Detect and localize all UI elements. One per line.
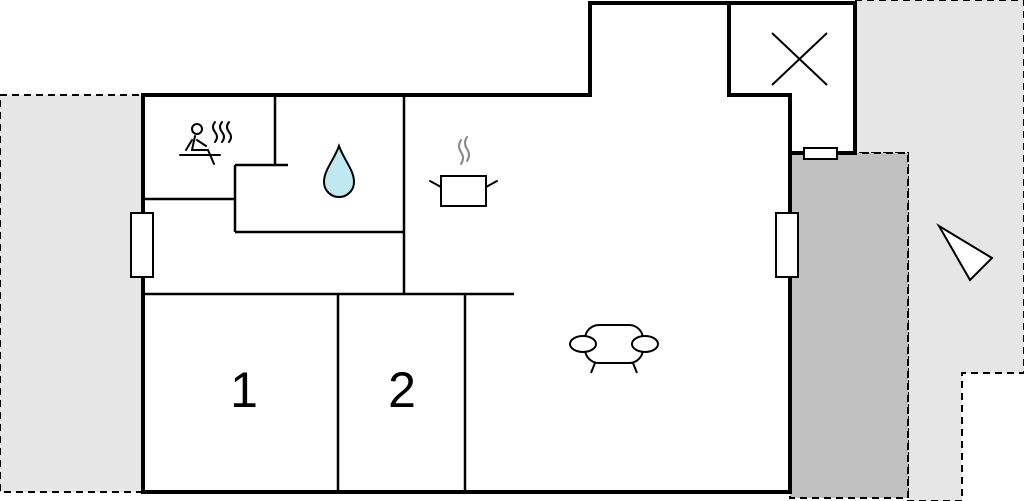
window-left (130, 212, 154, 278)
covered-terrace (789, 152, 909, 499)
exterior-wall (141, 1, 857, 494)
compass-icon (936, 223, 994, 282)
cooking-pot-icon (429, 136, 498, 207)
cross-icon (771, 32, 828, 86)
window-right (775, 212, 799, 278)
sauna-icon (179, 121, 232, 165)
room-1-label: 1 (230, 362, 258, 418)
storage-wall (727, 3, 792, 153)
interior-walls (143, 95, 514, 492)
water-drop-icon (322, 143, 356, 198)
room-2-label: 2 (388, 362, 416, 418)
terrace-left (0, 94, 144, 493)
window-top (803, 147, 838, 160)
sofa-icon (569, 324, 659, 374)
